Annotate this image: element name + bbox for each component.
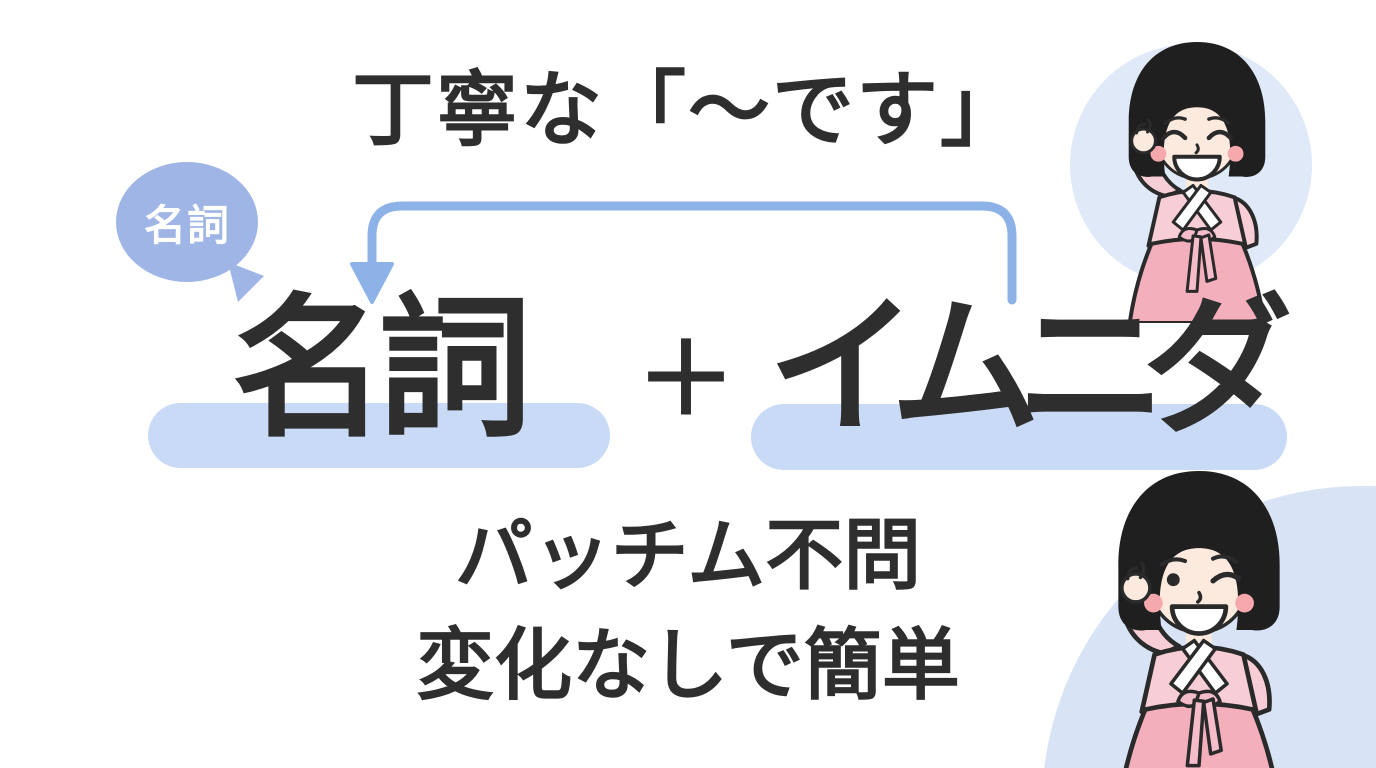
- speech-bubble-tail: [228, 262, 264, 302]
- note-line-2: 変化なしで簡単: [416, 621, 960, 709]
- girl-hanbok-top-illustration: [1127, 41, 1267, 323]
- speech-bubble-label: 名詞: [143, 201, 230, 249]
- page-title: 丁寧な「〜です」: [351, 65, 1024, 156]
- connector-arrow: [350, 201, 1017, 305]
- highlight-pill-noun: [148, 403, 610, 468]
- girl-hanbok-bottom-illustration: [1118, 471, 1280, 768]
- speech-bubble: 名詞: [116, 162, 258, 282]
- note-line-1: パッチム不問: [454, 511, 922, 599]
- formula-suffix: イムニダ: [767, 283, 1292, 451]
- formula-plus-sign: ＋: [636, 324, 736, 436]
- highlight-pill-suffix: [751, 404, 1287, 470]
- arrow-head-icon: [350, 262, 394, 304]
- formula-noun: 名詞: [231, 283, 532, 455]
